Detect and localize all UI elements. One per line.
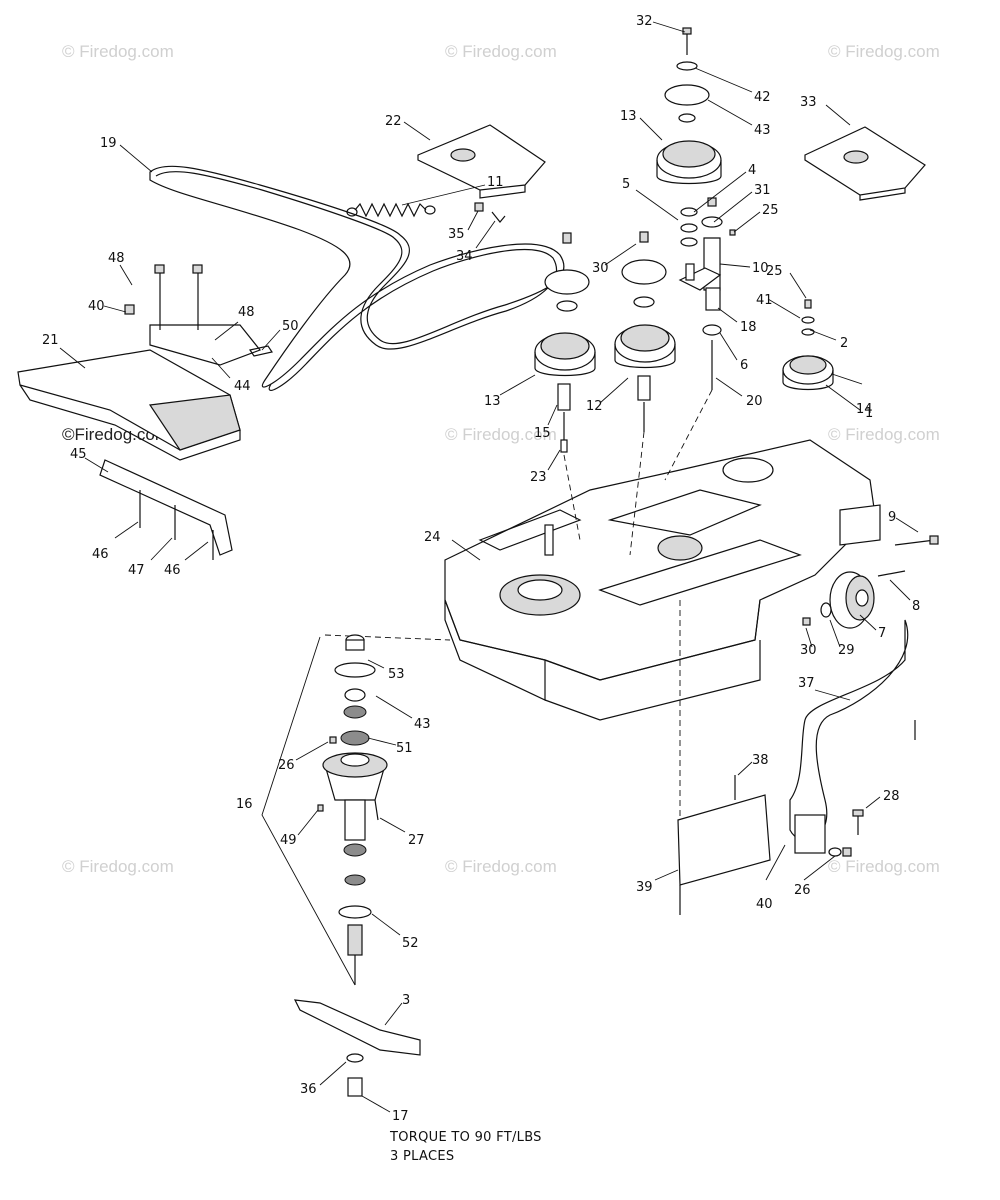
part-11-spring (346, 202, 436, 218)
drive-belt (149, 165, 565, 391)
callout-40-left: 40 (88, 299, 105, 314)
discharge-chute-assembly (17, 264, 273, 560)
part-33-cover-plate (804, 126, 926, 201)
callout-45: 45 (70, 447, 87, 462)
callout-41: 41 (756, 293, 773, 308)
callout-13-top: 13 (620, 109, 637, 124)
callout-28: 28 (883, 789, 900, 804)
callout-33: 33 (800, 95, 817, 110)
callout-9: 9 (888, 510, 896, 525)
callout-labels: 32 42 43 13 4 5 31 25 33 22 19 11 35 34 … (42, 14, 920, 1124)
callout-17: 17 (392, 1109, 409, 1124)
callout-46-left: 46 (92, 547, 109, 562)
watermark-top-center: © Firedog.com (445, 42, 557, 61)
callout-27: 27 (408, 833, 425, 848)
callout-31: 31 (754, 183, 771, 198)
callout-18: 18 (740, 320, 757, 335)
callout-1: 1 (865, 406, 873, 421)
callout-20: 20 (746, 394, 763, 409)
callout-47: 47 (128, 563, 145, 578)
torque-note-line-2: 3 PLACES (390, 1149, 454, 1164)
callout-26-right: 26 (794, 883, 811, 898)
callout-48-left: 48 (108, 251, 125, 266)
callout-6: 6 (740, 358, 748, 373)
idler-pulley-stack-left (534, 232, 596, 453)
spindle-assembly (261, 634, 451, 1097)
callout-43-bottom: 43 (414, 717, 431, 732)
callout-49: 49 (280, 833, 297, 848)
callout-50: 50 (282, 319, 299, 334)
watermark-bottom-center: © Firedog.com (445, 857, 557, 876)
torque-note-line-1: TORQUE TO 90 FT/LBS (389, 1130, 542, 1145)
watermark-group: © Firedog.com © Firedog.com © Firedog.co… (62, 42, 940, 876)
callout-51: 51 (396, 741, 413, 756)
callout-21: 21 (42, 333, 59, 348)
callout-32: 32 (636, 14, 653, 29)
callout-25-top: 25 (762, 203, 779, 218)
callout-11: 11 (487, 175, 504, 190)
watermark-mid-right: © Firedog.com (828, 425, 940, 444)
callout-25-right: 25 (766, 264, 783, 279)
part-22-cover-plate (417, 124, 546, 199)
callout-26-left: 26 (278, 758, 295, 773)
callout-3: 3 (402, 993, 410, 1008)
watermark-mid-center: © Firedog.com (445, 425, 557, 444)
callout-43-top: 43 (754, 123, 771, 138)
callout-29: 29 (838, 643, 855, 658)
callout-53: 53 (388, 667, 405, 682)
callout-39: 39 (636, 880, 653, 895)
watermark-bottom-left: © Firedog.com (62, 857, 174, 876)
callout-5: 5 (622, 177, 630, 192)
watermark-bottom-right: © Firedog.com (828, 857, 940, 876)
callout-35: 35 (448, 227, 465, 242)
callout-30-top: 30 (592, 261, 609, 276)
callout-42: 42 (754, 90, 771, 105)
callout-16: 16 (236, 797, 253, 812)
callout-48-right: 48 (238, 305, 255, 320)
parts-34-35-hardware (474, 202, 506, 223)
anti-scalp-wheel-assembly (802, 504, 939, 629)
callout-37: 37 (798, 676, 815, 691)
callout-10: 10 (752, 261, 769, 276)
right-pulley-assembly (782, 299, 834, 391)
callout-44: 44 (234, 379, 251, 394)
watermark-top-right: © Firedog.com (828, 42, 940, 61)
callout-34: 34 (456, 249, 473, 264)
callout-15: 15 (534, 426, 551, 441)
callout-24: 24 (424, 530, 441, 545)
callout-22: 22 (385, 114, 402, 129)
leader-lines (59, 21, 919, 1113)
watermark-top-left: © Firedog.com (62, 42, 174, 61)
idler-pulley-stack-center (614, 231, 676, 432)
callout-14: 14 (856, 402, 873, 417)
callout-7: 7 (878, 626, 886, 641)
callout-40-right: 40 (756, 897, 773, 912)
callout-2: 2 (840, 336, 848, 351)
callout-36: 36 (300, 1082, 317, 1097)
callout-46-right: 46 (164, 563, 181, 578)
part-24-mower-deck (444, 389, 876, 850)
torque-note: TORQUE TO 90 FT/LBS 3 PLACES (389, 1130, 542, 1164)
callout-30-right: 30 (800, 643, 817, 658)
callout-52: 52 (402, 936, 419, 951)
callout-4: 4 (748, 163, 756, 178)
idler-arm-assembly (678, 197, 736, 390)
callout-12: 12 (586, 399, 603, 414)
callout-38: 38 (752, 753, 769, 768)
upper-pulley-stack (656, 27, 722, 247)
callout-8: 8 (912, 599, 920, 614)
callout-23: 23 (530, 470, 547, 485)
callout-19: 19 (100, 136, 117, 151)
deck-baffle-skirt (677, 619, 916, 915)
callout-13-left: 13 (484, 394, 501, 409)
